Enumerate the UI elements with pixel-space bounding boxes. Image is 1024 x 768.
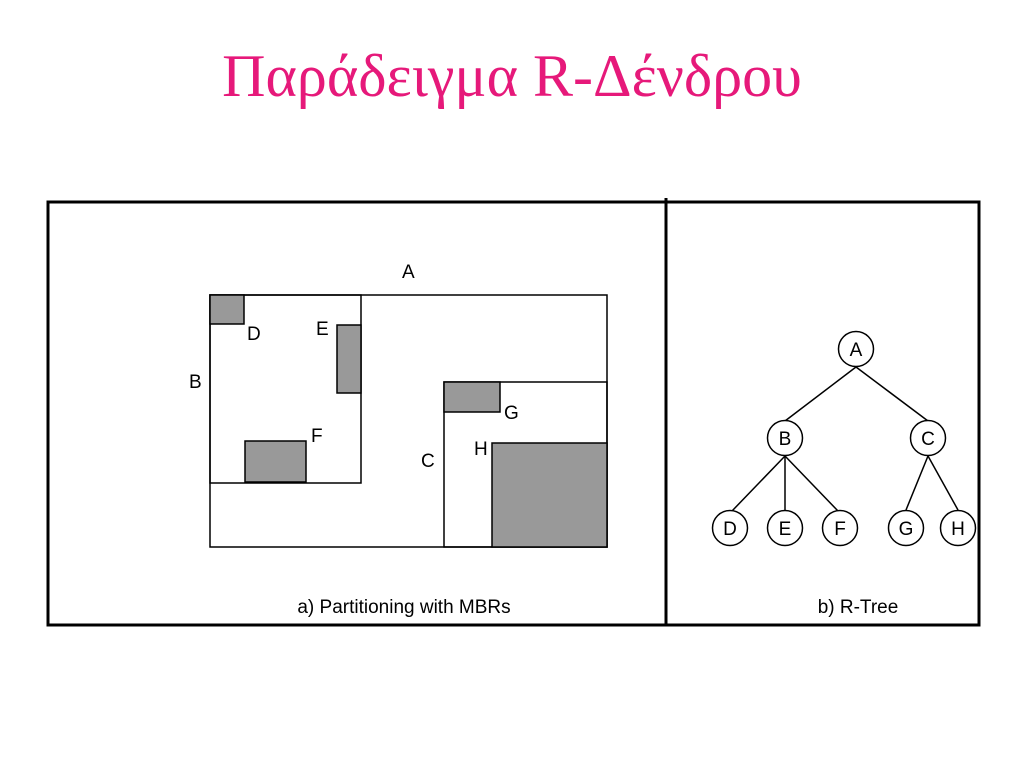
tree-node-e-label: E [779, 519, 792, 540]
edge-c-g [905, 455, 929, 511]
tree-node-d-circle [711, 509, 749, 547]
tree-node-e-circle [766, 509, 804, 547]
tree-node-f-label: F [834, 519, 846, 540]
tree-node-b-circle [766, 419, 804, 457]
tree-node-h: H [939, 509, 977, 547]
tree-node-c-label: C [921, 429, 935, 450]
edge-a-b [784, 366, 857, 422]
tree-node-d-label: D [723, 519, 737, 540]
label-a: A [402, 262, 415, 283]
tree-node-a-label: A [850, 340, 863, 361]
partitioning-panel: A B C D E F G H a) Partitioning with MBR… [189, 262, 608, 618]
tree-node-a-circle [837, 330, 875, 368]
label-c: C [421, 451, 435, 472]
tree-node-f-circle [821, 509, 859, 547]
edge-b-f [784, 455, 839, 512]
tree-node-g-label: G [899, 519, 914, 540]
mbr-h [491, 442, 608, 548]
label-d: D [247, 324, 261, 345]
mbr-f [244, 440, 307, 483]
caption-partitioning: a) Partitioning with MBRs [297, 597, 510, 618]
label-g: G [504, 403, 519, 424]
tree-node-h-label: H [951, 519, 965, 540]
tree-node-c-circle [909, 419, 947, 457]
tree-node-g: G [887, 509, 925, 547]
tree-panel: A B C D E F G [711, 330, 977, 618]
tree-node-f: F [821, 509, 859, 547]
tree-edges [731, 366, 959, 512]
tree-node-e: E [766, 509, 804, 547]
tree-node-c: C [909, 419, 947, 457]
figure-frame [46, 200, 981, 627]
tree-node-b-label: B [779, 429, 792, 450]
mbr-e [336, 324, 362, 394]
caption-tree: b) R-Tree [818, 597, 899, 618]
label-f: F [311, 426, 323, 447]
label-b: B [189, 372, 202, 393]
tree-node-a: A [837, 330, 875, 368]
mbr-d [209, 294, 245, 325]
tree-node-b: B [766, 419, 804, 457]
edge-a-c [855, 366, 929, 422]
edge-c-h [927, 455, 959, 511]
tree-node-d: D [711, 509, 749, 547]
slide-title: Παράδειγμα R-Δένδρου [222, 43, 802, 109]
label-e: E [316, 319, 329, 340]
edge-b-d [731, 455, 786, 512]
tree-node-g-circle [887, 509, 925, 547]
tree-node-h-circle [939, 509, 977, 547]
label-h: H [474, 439, 488, 460]
mbr-g [443, 381, 501, 413]
